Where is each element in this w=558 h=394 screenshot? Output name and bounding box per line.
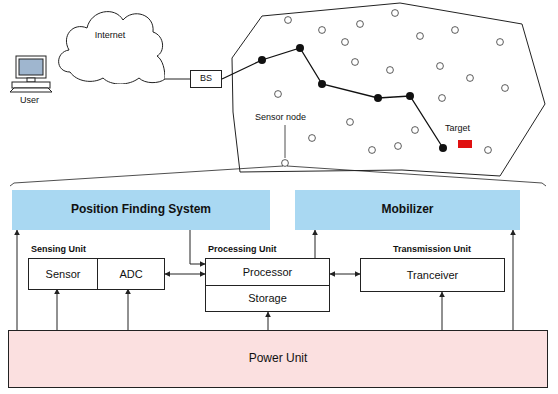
- callout-label: Target: [445, 124, 470, 134]
- sensor-node-dot: [437, 63, 444, 70]
- active-node-dot: [406, 92, 414, 100]
- connector: [268, 312, 269, 330]
- routing-path: [222, 48, 443, 148]
- connector: [190, 230, 205, 264]
- position-system-box: Position Finding System: [12, 190, 270, 230]
- sensor-node-dot: [417, 33, 424, 40]
- target-marker: [458, 140, 472, 148]
- keyboard: [10, 88, 52, 92]
- unit-heading: Sensing Unit: [31, 244, 86, 254]
- computer-base: [12, 82, 50, 88]
- connector: [513, 230, 514, 330]
- zoom-line: [287, 166, 546, 186]
- unit-heading: Processing Unit: [208, 244, 277, 254]
- monitor-stand: [27, 78, 35, 82]
- active-node-dot: [318, 80, 326, 88]
- sensor-node-dot: [347, 119, 354, 126]
- cloud-outline: [59, 12, 165, 84]
- active-node-dot: [439, 144, 447, 152]
- zoom-line: [10, 166, 283, 186]
- node-label: Storage: [248, 292, 287, 304]
- user-computer: [10, 56, 52, 92]
- sensor-node-dot: [319, 27, 326, 34]
- screen: [19, 59, 43, 75]
- sensor-node-dot: [387, 67, 394, 74]
- sensor-node-dot: [412, 127, 419, 134]
- connector: [330, 274, 360, 275]
- sensor-node-dot: [285, 17, 292, 24]
- sensor-node-dot: [309, 135, 316, 142]
- active-node-dot: [374, 94, 382, 102]
- active-node-dot: [258, 56, 266, 64]
- processor-cell: Processor: [206, 259, 329, 285]
- sensor-node-dot: [282, 160, 289, 167]
- sensor-node-dot: [467, 75, 474, 82]
- node-label: Position Finding System: [71, 203, 211, 216]
- mobilizer-box: Mobilizer: [295, 190, 520, 230]
- sensor-node-dot: [497, 39, 504, 46]
- user-label: User: [20, 96, 39, 106]
- transmission-unit-box: Transmission UnitTranceiver: [360, 258, 505, 292]
- leader-line: [285, 125, 286, 158]
- sensor-node-dot: [369, 147, 376, 154]
- monitor: [16, 56, 46, 78]
- sensor-nodes: [258, 10, 508, 167]
- node-label: BS: [200, 74, 212, 84]
- unit-heading: Transmission Unit: [393, 244, 471, 254]
- callout-label: Sensor node: [255, 113, 306, 123]
- base-station-box: BS: [190, 70, 222, 88]
- connector: [165, 79, 190, 80]
- adc-cell: ADC: [97, 259, 164, 289]
- connector: [17, 230, 18, 330]
- node-label: ADC: [119, 268, 142, 280]
- sensor-cell: Sensor: [29, 259, 97, 289]
- connector: [165, 274, 205, 275]
- sensor-node-dot: [275, 91, 282, 98]
- cloud-shape: [55, 2, 165, 84]
- sensor-node-dot: [395, 143, 402, 150]
- node-label: Power Unit: [249, 352, 308, 365]
- sensor-field: [232, 3, 545, 176]
- sensor-node-dot: [485, 147, 492, 154]
- storage-cell: Storage: [206, 285, 329, 311]
- node-label: Mobilizer: [381, 203, 433, 216]
- cloud: Internet: [55, 2, 165, 84]
- sensor-node-dot: [357, 21, 364, 28]
- node-label: Internet: [95, 31, 126, 41]
- node-label: Processor: [243, 266, 293, 278]
- connector: [442, 292, 443, 330]
- sensor-node-dot: [439, 95, 446, 102]
- sensor-node-dot: [452, 27, 459, 34]
- power-unit-box: Power Unit: [8, 330, 548, 388]
- tranceiver-cell: Tranceiver: [361, 259, 504, 291]
- connector: [57, 289, 58, 330]
- node-label: Tranceiver: [407, 269, 459, 281]
- node-label: Sensor: [46, 268, 81, 280]
- sensor-node-dot: [342, 39, 349, 46]
- sensor-node-dot: [352, 59, 359, 66]
- connector: [128, 289, 129, 330]
- sensing-unit-box: Sensing UnitSensorADC: [28, 258, 165, 290]
- active-node-dot: [296, 44, 304, 52]
- sensor-node-dot: [392, 10, 399, 17]
- processing-unit-box: Processing UnitProcessorStorage: [205, 258, 330, 312]
- sensor-node-dot: [502, 85, 509, 92]
- connector: [315, 230, 316, 258]
